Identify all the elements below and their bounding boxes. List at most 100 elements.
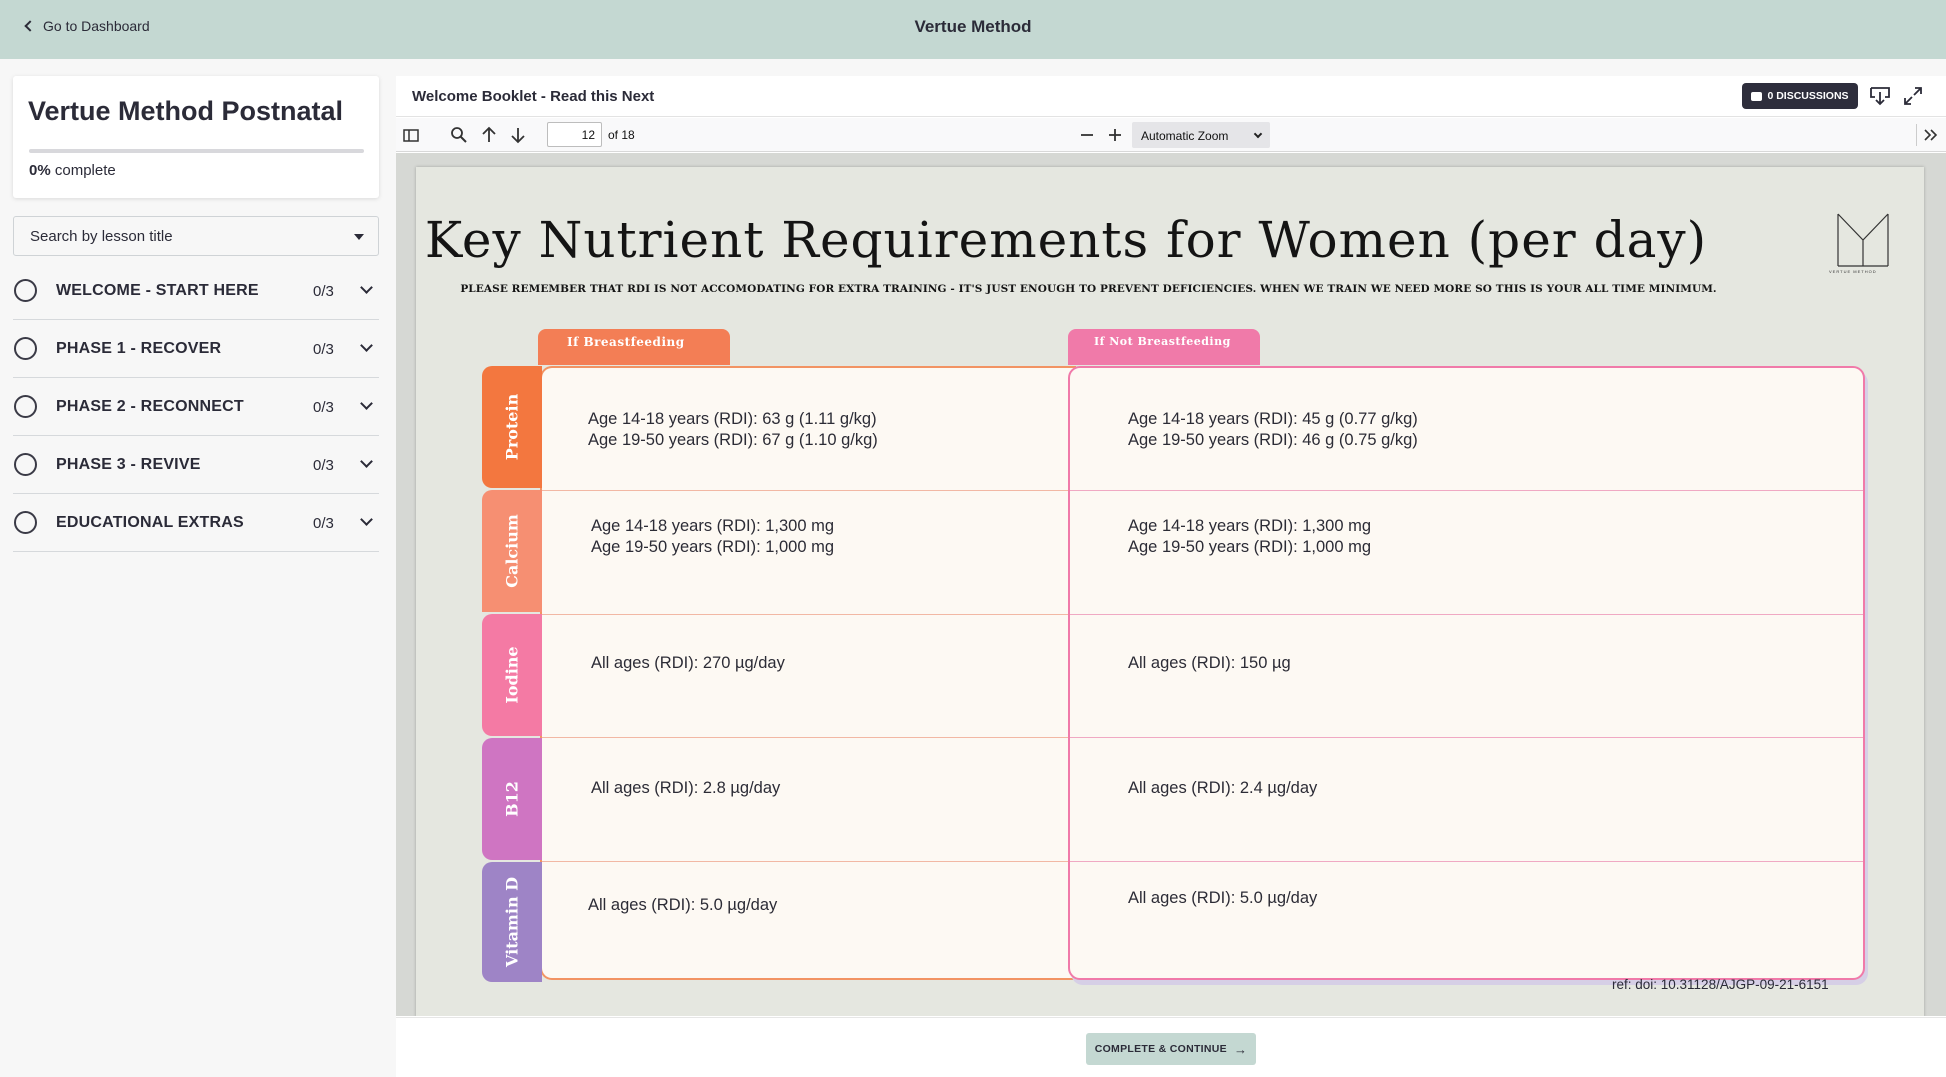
complete-and-continue-button[interactable]: COMPLETE & CONTINUE →	[1086, 1033, 1256, 1065]
module-status-circle-icon	[14, 453, 37, 476]
chevron-down-icon[interactable]	[360, 339, 373, 352]
module-label: PHASE 3 - REVIVE	[56, 456, 201, 473]
not-breastfeeding-column	[1068, 366, 1865, 980]
b12-bf-value: All ages (RDI): 2.8 µg/day	[591, 779, 781, 797]
row-divider	[542, 737, 1076, 738]
nutrient-name: Iodine	[502, 646, 522, 704]
module-count: 0/3	[313, 515, 334, 532]
viewer-header: Welcome Booklet - Read this Next 0 DISCU…	[396, 76, 1946, 117]
row-divider	[1070, 614, 1863, 615]
arrow-right-icon: →	[1233, 1041, 1248, 1057]
top-bar: Go to Dashboard Vertue Method	[0, 0, 1946, 59]
pdf-page: Key Nutrient Requirements for Women (per…	[416, 167, 1924, 1016]
module-status-circle-icon	[14, 337, 37, 360]
row-divider	[1070, 861, 1863, 862]
caret-down-icon	[354, 234, 364, 240]
vertue-logo	[1837, 213, 1889, 267]
nutrient-label-vitamin-d: Vitamin D	[482, 862, 542, 982]
lesson-search-select[interactable]: Search by lesson title	[13, 216, 379, 256]
module-educational-extras[interactable]: EDUCATIONAL EXTRAS 0/3	[13, 494, 379, 552]
module-phase-1[interactable]: PHASE 1 - RECOVER 0/3	[13, 320, 379, 378]
pdf-scroll-area[interactable]: Key Nutrient Requirements for Women (per…	[396, 153, 1946, 1016]
next-page-icon[interactable]	[507, 124, 529, 146]
zoom-select[interactable]: Automatic Zoom	[1132, 122, 1270, 148]
page-count: of 18	[608, 128, 635, 142]
module-phase-3[interactable]: PHASE 3 - REVIVE 0/3	[13, 436, 379, 494]
vitamin-d-bf-value: All ages (RDI): 5.0 µg/day	[588, 896, 778, 914]
protein-bf-value: Age 14-18 years (RDI): 63 g (1.11 g/kg) …	[588, 409, 878, 451]
progress-suffix: complete	[54, 162, 116, 179]
nutrient-page-title: Key Nutrient Requirements for Women (per…	[424, 211, 1708, 269]
row-divider	[1070, 737, 1863, 738]
zoom-value: Automatic Zoom	[1141, 129, 1229, 143]
discussions-button[interactable]: 0 DISCUSSIONS	[1742, 83, 1858, 109]
tools-menu-icon[interactable]	[1920, 124, 1942, 146]
toolbar-divider	[1916, 124, 1917, 146]
module-phase-2[interactable]: PHASE 2 - RECONNECT 0/3	[13, 378, 379, 436]
course-progress-card: Vertue Method Postnatal 0% complete	[13, 76, 379, 198]
nutrient-page-subtitle: PLEASE REMEMBER THAT RDI IS NOT ACCOMODA…	[460, 283, 1717, 295]
module-status-circle-icon	[14, 395, 37, 418]
zoom-out-icon[interactable]	[1076, 124, 1098, 146]
previous-page-icon[interactable]	[478, 124, 500, 146]
chevron-down-icon[interactable]	[360, 397, 373, 410]
app-title: Vertue Method	[914, 17, 1032, 36]
nutrient-label-b12: B12	[482, 738, 542, 860]
search-icon[interactable]	[448, 124, 470, 146]
lesson-viewer: Welcome Booklet - Read this Next 0 DISCU…	[396, 76, 1946, 1077]
iodine-nbf-value: All ages (RDI): 150 µg	[1128, 654, 1291, 672]
value-line: Age 19-50 years (RDI): 1,000 mg	[591, 538, 835, 556]
row-divider	[1070, 490, 1863, 491]
reference-text: ref: doi: 10.31128/AJGP-09-21-6151	[1612, 977, 1829, 992]
course-progress-bar	[29, 149, 364, 153]
nutrient-label-iodine: Iodine	[482, 614, 542, 736]
module-count: 0/3	[313, 283, 334, 300]
complete-label: COMPLETE & CONTINUE	[1094, 1043, 1227, 1055]
lesson-search-placeholder: Search by lesson title	[30, 228, 173, 245]
nutrient-label-protein: Protein	[482, 366, 542, 488]
go-to-dashboard-label: Go to Dashboard	[43, 18, 150, 34]
row-divider	[542, 490, 1076, 491]
chevron-down-icon	[1253, 129, 1263, 139]
module-list: WELCOME - START HERE 0/3 PHASE 1 - RECOV…	[13, 262, 379, 552]
download-icon[interactable]	[1868, 84, 1892, 108]
viewer-footer: COMPLETE & CONTINUE →	[396, 1017, 1946, 1077]
tab-if-breastfeeding: If Breastfeeding	[538, 329, 730, 365]
value-line: Age 19-50 years (RDI): 67 g (1.10 g/kg)	[588, 431, 878, 449]
value-line: Age 14-18 years (RDI): 1,300 mg	[1128, 517, 1372, 535]
module-count: 0/3	[313, 399, 334, 416]
b12-nbf-value: All ages (RDI): 2.4 µg/day	[1128, 779, 1318, 797]
calcium-nbf-value: Age 14-18 years (RDI): 1,300 mg Age 19-5…	[1128, 516, 1371, 558]
module-count: 0/3	[313, 341, 334, 358]
value-line: Age 14-18 years (RDI): 1,300 mg	[591, 517, 835, 535]
module-welcome[interactable]: WELCOME - START HERE 0/3	[13, 262, 379, 320]
nutrient-name: B12	[502, 781, 522, 817]
module-label: PHASE 1 - RECOVER	[56, 340, 222, 357]
fullscreen-icon[interactable]	[1901, 84, 1925, 108]
chat-bubble-icon	[1751, 91, 1763, 101]
chevron-down-icon[interactable]	[360, 281, 373, 294]
value-line: Age 19-50 years (RDI): 1,000 mg	[1128, 538, 1372, 556]
value-line: Age 14-18 years (RDI): 45 g (0.77 g/kg)	[1128, 410, 1418, 428]
nutrient-name: Protein	[502, 393, 522, 461]
module-count: 0/3	[313, 457, 334, 474]
nutrient-name: Vitamin D	[502, 876, 522, 968]
sidebar-toggle-icon[interactable]	[400, 124, 422, 146]
nutrient-label-calcium: Calcium	[482, 490, 542, 612]
row-divider	[542, 614, 1076, 615]
breastfeeding-column	[540, 366, 1076, 980]
logo-text: VERTUE METHOD	[1829, 269, 1877, 274]
pdf-toolbar: 12 of 18 Automatic Zoom	[396, 118, 1946, 152]
calcium-bf-value: Age 14-18 years (RDI): 1,300 mg Age 19-5…	[591, 516, 834, 558]
chevron-down-icon[interactable]	[360, 513, 373, 526]
progress-percent: 0%	[29, 162, 51, 179]
discussions-label: 0 DISCUSSIONS	[1767, 90, 1849, 102]
page-number-input[interactable]: 12	[547, 122, 602, 147]
vitamin-d-nbf-value: All ages (RDI): 5.0 µg/day	[1128, 889, 1318, 907]
chevron-down-icon[interactable]	[360, 455, 373, 468]
course-title: Vertue Method Postnatal	[28, 96, 344, 126]
go-to-dashboard-link[interactable]: Go to Dashboard	[24, 18, 150, 34]
protein-nbf-value: Age 14-18 years (RDI): 45 g (0.77 g/kg) …	[1128, 409, 1418, 451]
iodine-bf-value: All ages (RDI): 270 µg/day	[591, 654, 785, 672]
zoom-in-icon[interactable]	[1104, 124, 1126, 146]
